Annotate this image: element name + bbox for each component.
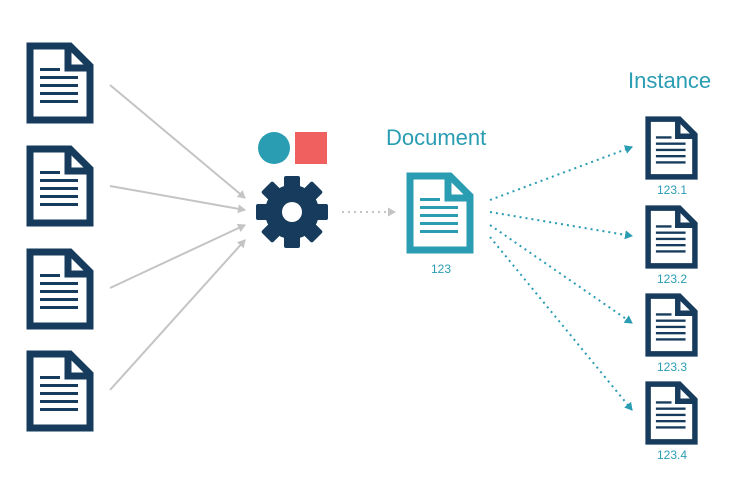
source-document-icon <box>30 354 90 428</box>
source-document-icon <box>30 252 90 326</box>
document-title: Document <box>386 125 487 150</box>
circle-icon <box>258 132 290 164</box>
document-id-label: 123 <box>431 262 452 276</box>
gear-icon <box>256 176 328 248</box>
document-icon <box>410 176 470 250</box>
source-document-icon <box>30 149 90 223</box>
instance-arrow <box>489 211 633 240</box>
instance-arrow <box>489 145 633 201</box>
instance-arrow <box>489 224 633 324</box>
input-arrow <box>109 223 246 289</box>
input-arrow <box>109 239 246 391</box>
square-icon <box>295 132 327 164</box>
instance-id-label: 123.4 <box>656 448 688 462</box>
input-arrow <box>109 185 246 214</box>
instance-document-icon <box>648 384 695 442</box>
instance-document-icon <box>648 119 695 177</box>
instance-title: Instance <box>628 68 712 93</box>
instance-id-label: 123.2 <box>656 272 688 286</box>
source-document-icon <box>30 46 90 120</box>
instance-id-label: 123.1 <box>656 183 688 197</box>
instance-arrow <box>489 236 633 411</box>
input-arrow <box>109 84 246 199</box>
instance-id-label: 123.3 <box>656 360 688 374</box>
instance-document-icon <box>648 296 695 354</box>
instance-document-icon <box>648 208 695 266</box>
